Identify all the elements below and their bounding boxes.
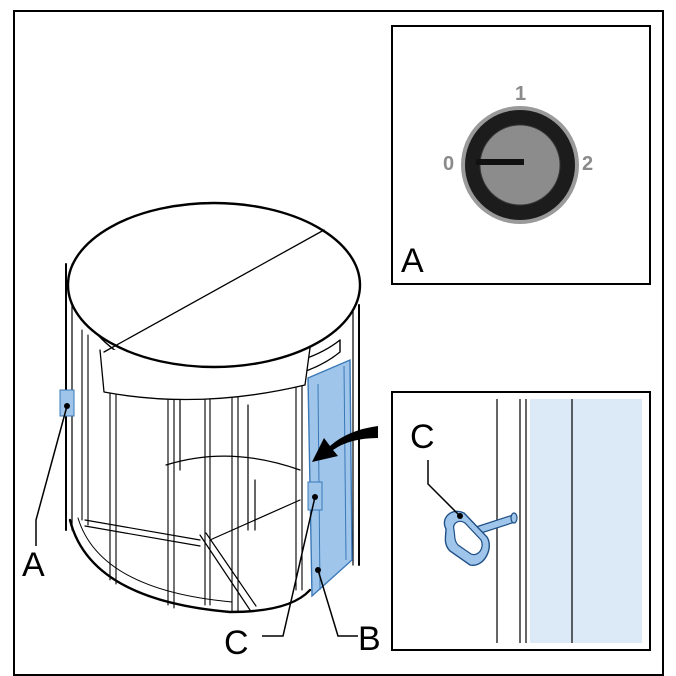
callout-pin: C (224, 624, 249, 662)
glass-panels (81, 329, 303, 613)
leader-lines (35, 405, 358, 637)
pin-shaft-cap (510, 512, 518, 524)
inset-pin-label: C (410, 418, 435, 456)
door-wing-edge-2 (343, 365, 347, 561)
pin-leader-dot (312, 494, 318, 500)
canopy-top (66, 201, 362, 369)
rotation-arrow (312, 426, 378, 462)
switch-leader-dot (64, 403, 70, 409)
callout-door-wing: B (358, 620, 381, 658)
dial-position-1: 1 (515, 83, 526, 105)
inset-pin-leader (427, 460, 461, 517)
callout-switch: A (22, 546, 45, 584)
drum-base-curve (68, 518, 312, 614)
dial-position-2: 2 (582, 153, 593, 175)
inset-switch-label: A (401, 242, 424, 280)
canopy-seam (103, 229, 325, 353)
drum-base-inner (77, 517, 233, 603)
wing-leader-dot (315, 567, 321, 573)
dial-position-0: 0 (443, 153, 454, 175)
inset-pin: C (391, 391, 651, 651)
inset-pin-leader-dot (457, 513, 463, 519)
revolving-door (65, 201, 362, 614)
dial-key-slot (476, 159, 524, 165)
inset-glass (530, 399, 642, 643)
interior-wings (84, 399, 301, 611)
inset-switch: 0 1 2 A (391, 25, 651, 285)
figure-frame (13, 10, 664, 676)
pin-ring-inner (453, 520, 483, 556)
